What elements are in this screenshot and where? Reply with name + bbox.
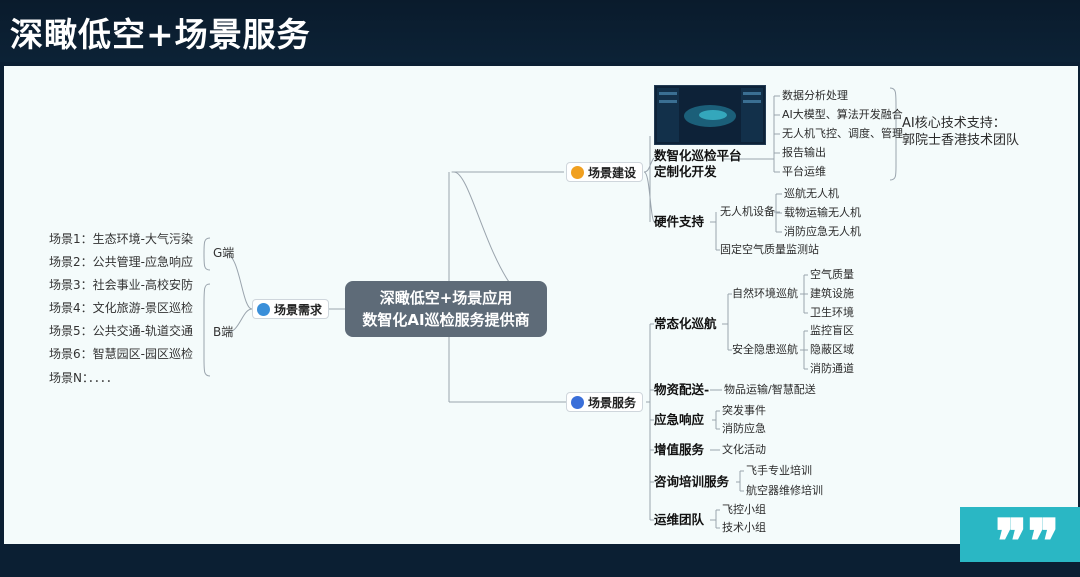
patrol-title: 常态化巡航 bbox=[654, 317, 717, 331]
demand-hub: 场景需求 bbox=[252, 299, 329, 319]
ai-support-team: 郭院士香港技术团队 bbox=[902, 134, 1019, 148]
header-bar: 深瞰低空+场景服务 bbox=[0, 0, 1080, 62]
safety-label: 安全隐患巡航 bbox=[732, 343, 798, 357]
env-label: 自然环境巡航 bbox=[732, 287, 798, 301]
connector bbox=[204, 238, 210, 270]
scene-extra: 场景N：．．．． bbox=[49, 371, 118, 385]
demand-hub-label: 场景需求 bbox=[274, 301, 322, 318]
scene-item: 场景1：生态环境-大气污染 bbox=[49, 232, 193, 246]
platform-item: 平台运维 bbox=[782, 165, 826, 179]
scene-item: 场景2：公共管理-应急响应 bbox=[49, 255, 193, 269]
center-node: 深瞰低空+场景应用 数智化AI巡检服务提供商 bbox=[345, 281, 547, 337]
globe-badge-icon bbox=[257, 303, 270, 316]
env-item: 建筑设施 bbox=[810, 287, 854, 301]
safety-item: 监控盲区 bbox=[810, 324, 854, 338]
group-b-label: B端 bbox=[213, 325, 233, 339]
quote-mark-icon: ❞❞ bbox=[995, 512, 1060, 572]
center-line2: 数智化AI巡检服务提供商 bbox=[345, 309, 547, 331]
value-added-item: 文化活动 bbox=[722, 443, 766, 457]
ops-title: 运维团队 bbox=[654, 513, 704, 527]
uav-label: 无人机设备 bbox=[720, 205, 775, 219]
ai-support-title: AI核心技术支持： bbox=[902, 117, 1006, 131]
connector bbox=[226, 254, 252, 309]
ops-item: 飞控小组 bbox=[722, 503, 766, 517]
uav-item: 巡航无人机 bbox=[784, 187, 839, 201]
station-item: 固定空气质量监测站 bbox=[720, 243, 819, 257]
training-title: 咨询培训服务 bbox=[654, 475, 729, 489]
platform-title2: 定制化开发 bbox=[654, 165, 717, 179]
env-item: 空气质量 bbox=[810, 268, 854, 282]
emergency-item: 消防应急 bbox=[722, 422, 766, 436]
platform-item: AI大模型、算法开发融合 bbox=[782, 108, 903, 122]
connector bbox=[204, 284, 210, 376]
connector bbox=[644, 172, 654, 222]
safety-item: 消防通道 bbox=[810, 362, 854, 376]
scene-item: 场景4：文化旅游-景区巡检 bbox=[49, 301, 193, 315]
safety-item: 隐蔽区域 bbox=[810, 343, 854, 357]
platform-dashboard-thumbnail bbox=[654, 85, 766, 145]
service-hub: 场景服务 bbox=[566, 392, 643, 412]
build-hub-label: 场景建设 bbox=[588, 164, 636, 181]
platform-item: 报告输出 bbox=[782, 146, 826, 160]
platform-item: 数据分析处理 bbox=[782, 89, 848, 103]
scene-item: 场景3：社会事业-高校安防 bbox=[49, 278, 193, 292]
uav-item: 载物运输无人机 bbox=[784, 206, 861, 220]
user-badge-icon bbox=[571, 396, 584, 409]
center-line1: 深瞰低空+场景应用 bbox=[345, 287, 547, 309]
gear-badge-icon bbox=[571, 166, 584, 179]
delivery-title: 物资配送- bbox=[654, 383, 709, 397]
build-hub: 场景建设 bbox=[566, 162, 643, 182]
group-g-label: G端 bbox=[213, 246, 234, 260]
page-title: 深瞰低空+场景服务 bbox=[10, 8, 311, 56]
scene-item: 场景5：公共交通-轨道交通 bbox=[49, 324, 193, 338]
hardware-title: 硬件支持 bbox=[654, 215, 704, 229]
ops-item: 技术小组 bbox=[722, 521, 766, 535]
env-item: 卫生环境 bbox=[810, 306, 854, 320]
training-item: 航空器维修培训 bbox=[746, 484, 823, 498]
service-hub-label: 场景服务 bbox=[588, 394, 636, 411]
uav-item: 消防应急无人机 bbox=[784, 225, 861, 239]
training-item: 飞手专业培训 bbox=[746, 464, 812, 478]
mindmap-canvas: 深瞰低空+场景应用 数智化AI巡检服务提供商 场景需求 G端 B端 场景1：生态… bbox=[4, 66, 1078, 544]
value-added-title: 增值服务 bbox=[654, 443, 704, 457]
connector bbox=[644, 158, 654, 172]
delivery-item: 物品运输/智慧配送 bbox=[724, 383, 816, 397]
platform-title1: 数智化巡检平台 bbox=[654, 149, 742, 163]
emergency-item: 突发事件 bbox=[722, 404, 766, 418]
emergency-title: 应急响应 bbox=[654, 413, 704, 427]
platform-item: 无人机飞控、调度、管理 bbox=[782, 127, 903, 141]
scene-item: 场景6：智慧园区-园区巡检 bbox=[49, 347, 193, 361]
